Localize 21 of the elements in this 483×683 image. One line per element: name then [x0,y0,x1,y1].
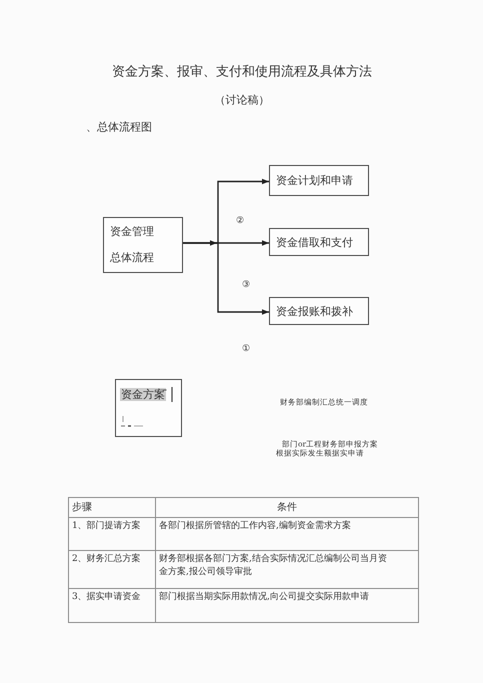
header-cell: 步骤 [68,498,156,518]
circled-number: ② [236,216,244,226]
circled-number: ③ [242,280,250,290]
table-cell: 财务部根据各部门方案,结合实际情况汇总编制公司当月资金方案,报公司领导审批 [156,550,418,588]
process-box: 资金管理总体流程 [103,217,183,273]
table-cell: 1、部门提请方案 [68,518,156,550]
table-cell: 部门根据当期实际用款情况,向公司提交实际用款申请 [156,588,418,622]
arrow [183,242,269,315]
header-cell: 条件 [156,498,418,518]
highlighted-text: 资金方案 [120,388,166,401]
table-cell: 3、据实申请资金 [68,588,156,622]
title: 资金方案、报审、支付和使用流程及具体方法 [112,66,372,80]
table-cell: 各部门根据所管辖的工作内容,编制资金需求方案 [156,518,418,550]
subtitle: （讨论稿） [214,94,270,108]
process-box: 资金计划和申请 [269,165,369,196]
process-box: 资金报账和拨补 [269,297,369,325]
document-box [115,379,182,437]
section-heading: 、总体流程图 [86,122,152,134]
table-cell: 2、财务汇总方案 [68,550,156,588]
process-box: 资金借取和支付 [269,228,369,256]
circled-number: ① [242,344,250,354]
